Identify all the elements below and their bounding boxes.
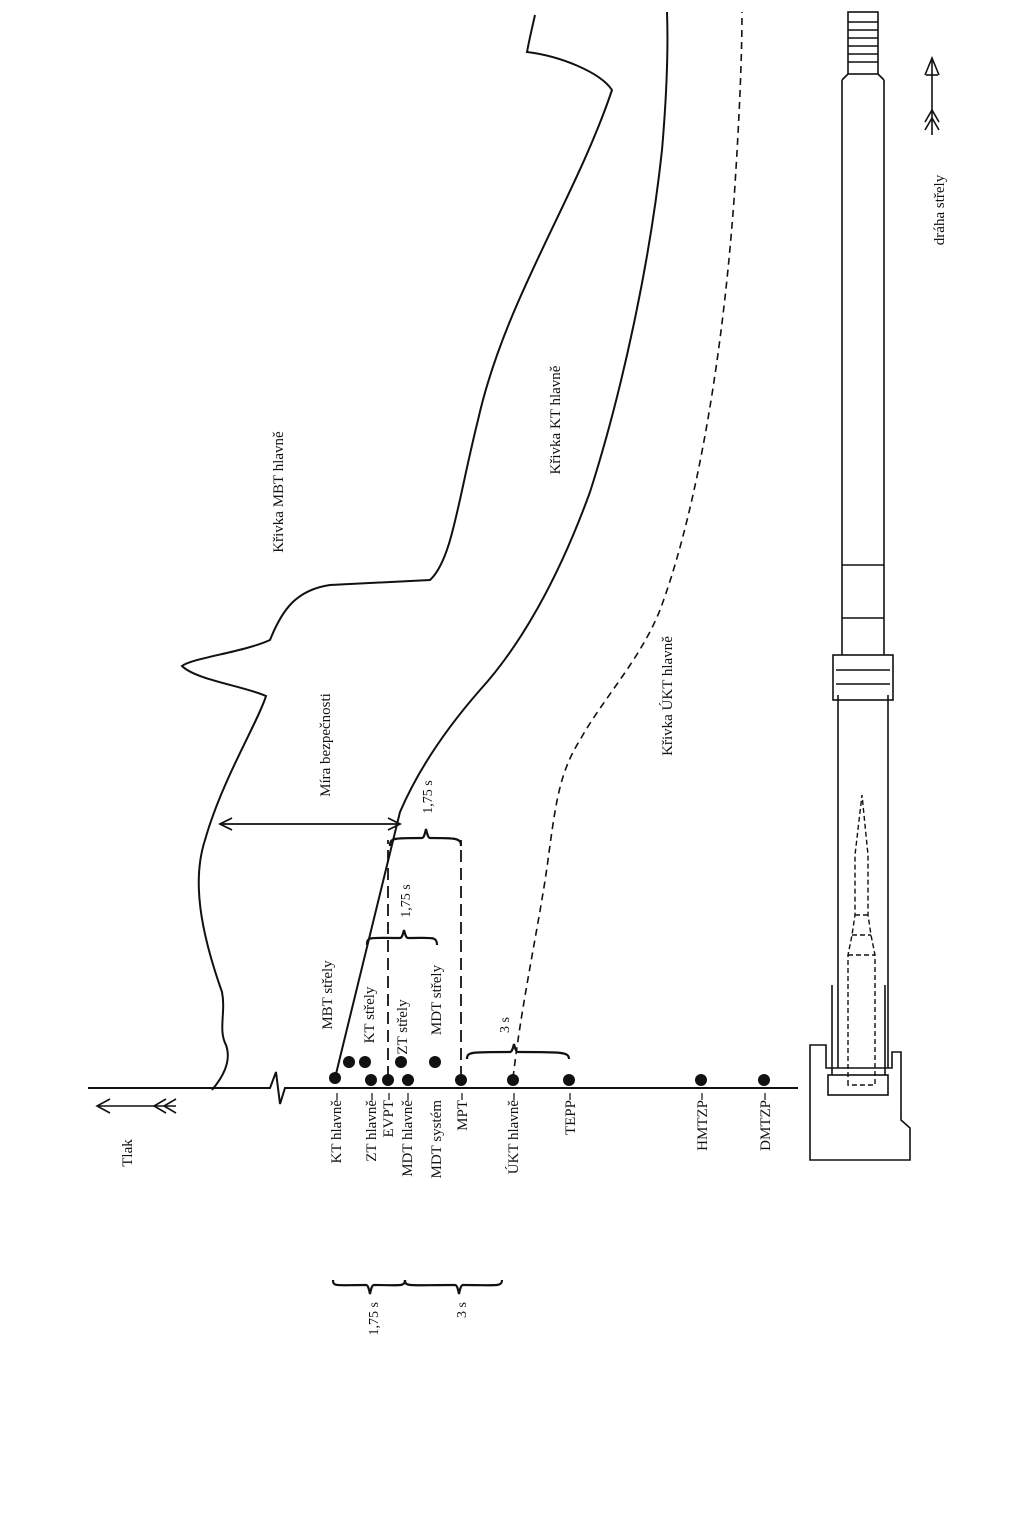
mbt-strely-label: MBT střely bbox=[320, 960, 336, 1030]
marker-zt-strely bbox=[395, 1056, 407, 1068]
marker-tepp bbox=[563, 1074, 575, 1086]
projectile-icon bbox=[847, 794, 876, 1086]
axis-label-mdt-hlavne: MDT hlavně bbox=[400, 1100, 416, 1177]
breech-block bbox=[809, 1044, 911, 1161]
mbt-curve-label: Křivka MBT hlavně bbox=[271, 431, 287, 553]
marker-ukt-hlavne bbox=[507, 1074, 519, 1086]
kt-curve bbox=[334, 11, 669, 1079]
marker-kt-strely-upper bbox=[343, 1056, 355, 1068]
axis-markers bbox=[329, 1056, 770, 1086]
duration-175-a: 1,75 s bbox=[421, 780, 436, 813]
safety-margin-label: Míra bezpečnosti bbox=[318, 693, 334, 797]
axis-label-zt-hlavne: ZT hlavně bbox=[364, 1100, 380, 1162]
ukt-curve bbox=[512, 11, 743, 1079]
axis-label-ukt-hlavne: ÚKT hlavně bbox=[505, 1100, 522, 1175]
safety-margin-arrow bbox=[217, 817, 403, 831]
marker-dmtzp bbox=[758, 1074, 770, 1086]
axis-label-tepp: TEPP bbox=[563, 1100, 579, 1135]
ukt-curve-label: Křivka ÚKT hlavně bbox=[659, 636, 676, 756]
axis-label-dmtzp: DMTZP bbox=[758, 1100, 774, 1151]
gun-barrel bbox=[809, 11, 911, 1161]
marker-hmtzp bbox=[695, 1074, 707, 1086]
duration-3-b: 3 s bbox=[455, 1302, 470, 1318]
brace-175-c bbox=[331, 1279, 407, 1295]
axis-label-mpt: MPT bbox=[455, 1100, 471, 1131]
marker-mdt-system bbox=[429, 1056, 441, 1068]
brace-175-b bbox=[365, 929, 439, 946]
marker-kt-hlavne bbox=[329, 1072, 341, 1084]
axis-label-mdt-system: MDT systém bbox=[429, 1100, 445, 1179]
axis-label-kt-hlavne: KT hlavně bbox=[329, 1100, 345, 1164]
kt-strely-label: KT střely bbox=[362, 986, 378, 1043]
zt-strely-label: ZT střely bbox=[395, 999, 411, 1055]
duration-3-a: 3 s bbox=[498, 1017, 513, 1033]
kt-curve-label: Křivka KT hlavně bbox=[548, 365, 564, 474]
marker-evpt bbox=[382, 1074, 394, 1086]
duration-175-c: 1,75 s bbox=[367, 1302, 382, 1335]
brace-175-a bbox=[388, 828, 463, 847]
marker-kt-strely bbox=[359, 1056, 371, 1068]
mdt-strely-label: MDT střely bbox=[429, 964, 445, 1035]
trajectory-arrow-icon bbox=[924, 55, 940, 135]
baseline bbox=[88, 1071, 798, 1105]
marker-mpt bbox=[455, 1074, 467, 1086]
barrel-ring bbox=[832, 654, 894, 701]
pressure-arrow-icon bbox=[95, 1098, 177, 1114]
mbt-curve bbox=[180, 14, 614, 1091]
brace-3-a bbox=[465, 1043, 571, 1060]
pressure-label: Tlak bbox=[120, 1139, 136, 1167]
axis-label-hmtzp: HMTZP bbox=[695, 1100, 711, 1151]
brace-3-b bbox=[403, 1279, 504, 1295]
duration-175-b: 1,75 s bbox=[399, 884, 414, 917]
marker-zt-hlavne bbox=[365, 1074, 377, 1086]
trajectory-label: dráha střely bbox=[932, 174, 948, 245]
axis-label-group: KT hlavně ZT hlavně EVPT MDT hlavně MDT … bbox=[329, 1100, 774, 1179]
label-leader-ticks bbox=[336, 1093, 766, 1100]
dashed-guides bbox=[387, 840, 462, 1078]
marker-mdt-hlavne bbox=[402, 1074, 414, 1086]
axis-label-evpt: EVPT bbox=[381, 1100, 397, 1138]
chamber bbox=[827, 1074, 889, 1096]
muzzle-brake bbox=[847, 11, 879, 75]
